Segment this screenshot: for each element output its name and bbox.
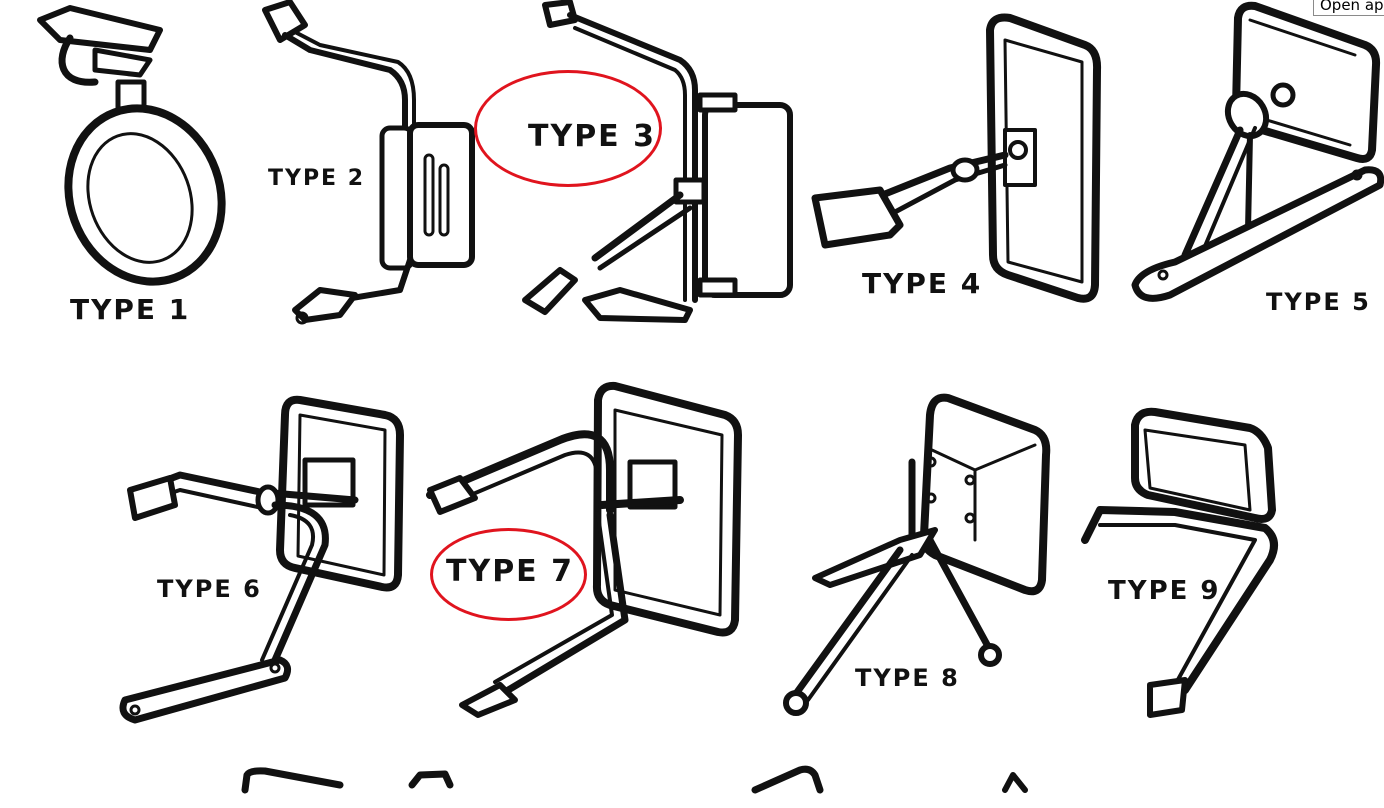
type-4-label: TYPE 4 [862, 267, 983, 300]
type-3-highlight-ellipse [474, 70, 662, 187]
type-8-label: TYPE 8 [855, 664, 960, 692]
type-7-drawing [426, 381, 742, 718]
type-2-drawing [262, 0, 475, 325]
type-1-label: TYPE 1 [70, 293, 191, 326]
type-9-label: TYPE 9 [1108, 576, 1221, 606]
type-5-label: TYPE 5 [1266, 288, 1371, 316]
type-1-drawing [37, 5, 226, 286]
open-app-tooltip[interactable]: Open ap [1313, 0, 1384, 16]
type-6-drawing [119, 395, 404, 724]
partial-row-3-drawings [241, 765, 1028, 794]
type-7-highlight-ellipse [430, 528, 587, 621]
type-3-drawing [522, 0, 793, 323]
type-2-label: TYPE 2 [268, 166, 366, 191]
type-8-drawing [783, 393, 1051, 716]
type-6-label: TYPE 6 [157, 575, 262, 603]
type-5-drawing [1131, 1, 1384, 302]
type-9-drawing [1081, 407, 1278, 718]
type-4-drawing [811, 13, 1102, 303]
